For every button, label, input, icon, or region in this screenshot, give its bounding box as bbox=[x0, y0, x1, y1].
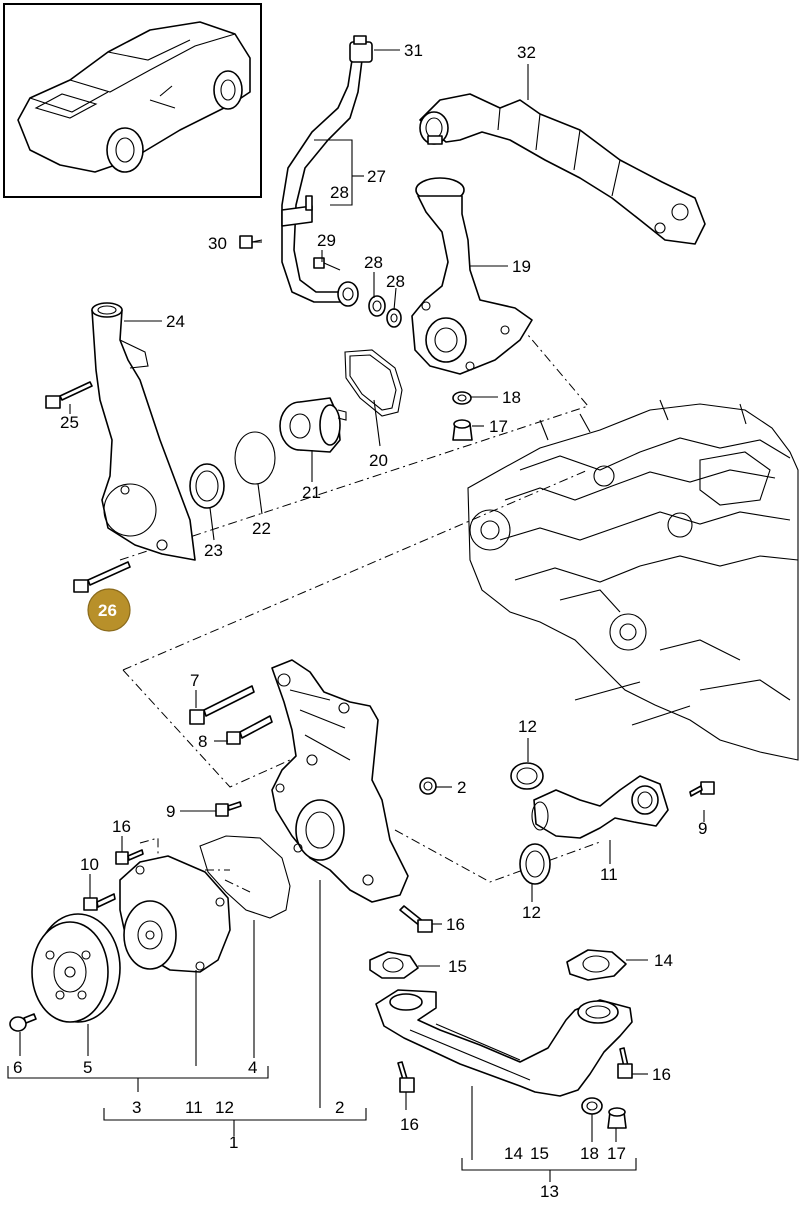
label-16-right: 16 bbox=[652, 1065, 671, 1084]
car-thumbnail bbox=[3, 3, 262, 198]
label-15: 15 bbox=[448, 957, 467, 976]
gasket-4 bbox=[199, 835, 291, 919]
seal-18 bbox=[452, 391, 472, 405]
label-14-group: 14 bbox=[504, 1144, 523, 1163]
label-18-group: 18 bbox=[580, 1144, 599, 1163]
label-5: 5 bbox=[83, 1058, 92, 1077]
label-2-seal: 2 bbox=[457, 778, 466, 797]
label-13: 13 bbox=[540, 1182, 559, 1201]
label-27: 27 bbox=[367, 167, 386, 186]
label-12-bottom: 12 bbox=[522, 903, 541, 922]
label-11-bottom: 11 bbox=[185, 1098, 203, 1117]
bolt-10 bbox=[83, 893, 116, 911]
seal-23 bbox=[189, 463, 225, 509]
label-16-left: 16 bbox=[400, 1115, 419, 1134]
label-9-left: 9 bbox=[166, 802, 175, 821]
label-10: 10 bbox=[80, 855, 99, 874]
coolant-hose bbox=[239, 35, 402, 328]
label-23: 23 bbox=[204, 541, 223, 560]
bolt-9 bbox=[215, 801, 242, 817]
bolt-16-top bbox=[115, 849, 144, 865]
label-7: 7 bbox=[190, 671, 199, 690]
plug-17-bottom bbox=[607, 1107, 627, 1129]
label-25: 25 bbox=[60, 413, 79, 432]
label-24: 24 bbox=[166, 312, 185, 331]
label-2-group: 2 bbox=[335, 1098, 344, 1117]
label-9-right: 9 bbox=[698, 819, 707, 838]
label-3: 3 bbox=[132, 1098, 141, 1117]
housing-2 bbox=[271, 659, 409, 903]
label-28-middle: 28 bbox=[364, 253, 383, 272]
seal-12-top bbox=[510, 762, 544, 790]
bolt-25 bbox=[45, 381, 93, 409]
label-15-group: 15 bbox=[530, 1144, 549, 1163]
bolt-26 bbox=[73, 561, 131, 593]
label-12-group: 12 bbox=[215, 1098, 234, 1117]
label-11: 11 bbox=[600, 865, 618, 884]
label-19: 19 bbox=[512, 257, 531, 276]
gasket-14 bbox=[566, 949, 627, 981]
label-12-top: 12 bbox=[518, 717, 537, 736]
bolt-16-right bbox=[617, 1047, 633, 1079]
seal-12-bottom bbox=[519, 843, 551, 885]
pipe-11 bbox=[531, 775, 669, 839]
label-17: 17 bbox=[489, 417, 508, 436]
thermostat-21 bbox=[279, 397, 347, 453]
water-pump-3 bbox=[119, 855, 231, 973]
bolt-8 bbox=[226, 715, 273, 745]
label-14: 14 bbox=[654, 951, 673, 970]
seal-18-bottom bbox=[581, 1097, 603, 1115]
label-22: 22 bbox=[252, 519, 271, 538]
label-26: 26 bbox=[98, 601, 117, 620]
label-21: 21 bbox=[302, 483, 321, 502]
label-16-center: 16 bbox=[446, 915, 465, 934]
highlight-badge bbox=[87, 588, 131, 632]
label-30: 30 bbox=[208, 234, 227, 253]
label-18: 18 bbox=[502, 388, 521, 407]
label-4: 4 bbox=[248, 1058, 257, 1077]
label-1: 1 bbox=[229, 1133, 238, 1152]
pipe-32 bbox=[419, 93, 706, 245]
bolt-7 bbox=[189, 685, 255, 725]
bolt-9-right bbox=[689, 781, 715, 797]
bolt-16-left bbox=[397, 1061, 415, 1093]
gasket-15 bbox=[369, 951, 419, 979]
pipe-24 bbox=[91, 302, 196, 561]
pulley-5 bbox=[31, 913, 121, 1023]
label-8: 8 bbox=[198, 732, 207, 751]
label-29: 29 bbox=[317, 231, 336, 250]
bolt-16-center bbox=[399, 905, 433, 933]
plug-17 bbox=[452, 419, 473, 441]
leader-lines bbox=[7, 49, 705, 1182]
bolt-29 bbox=[313, 257, 341, 271]
gasket-20 bbox=[344, 349, 403, 417]
part-labels: 31 32 27 28 29 30 28 28 19 24 25 18 17 2… bbox=[13, 41, 707, 1201]
label-28-right: 28 bbox=[386, 272, 405, 291]
label-31: 31 bbox=[404, 41, 423, 60]
bolt-6 bbox=[9, 1013, 37, 1032]
label-6: 6 bbox=[13, 1058, 22, 1077]
housing-19 bbox=[411, 177, 533, 375]
pipe-13 bbox=[375, 989, 633, 1097]
seal-2 bbox=[419, 777, 437, 795]
engine-block bbox=[467, 399, 799, 761]
label-32: 32 bbox=[517, 43, 536, 62]
label-20: 20 bbox=[369, 451, 388, 470]
label-16-top: 16 bbox=[112, 817, 131, 836]
o-ring-22 bbox=[234, 431, 276, 485]
label-28-upper: 28 bbox=[330, 183, 349, 202]
label-17-group: 17 bbox=[607, 1144, 626, 1163]
